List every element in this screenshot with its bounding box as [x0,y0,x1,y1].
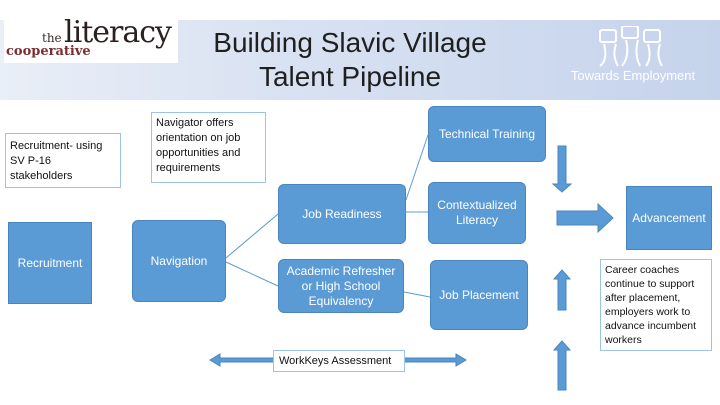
navigator-note: Navigator offers orientation on job oppo… [151,112,266,183]
job-readiness-node: Job Readiness [278,184,406,244]
academic-refresher-node: Academic Refresher or High School Equiva… [278,259,404,313]
workkeys-assessment-label: WorkKeys Assessment [273,350,405,372]
advancement-node: Advancement [626,186,712,250]
logo-word-the: the [42,31,62,45]
recruitment-node: Recruitment [8,222,92,304]
right-arrow-advancement [556,202,614,234]
up-arrow-placement [552,269,572,311]
up-arrow-career [552,340,572,391]
connector-nav-jobreadiness [225,213,279,259]
literacy-cooperative-logo: the literacy cooperative [4,15,178,63]
technical-training-node: Technical Training [428,106,546,162]
connector-academic-placement [403,291,431,298]
down-arrow [551,145,573,193]
career-coaches-note: Career coaches continue to support after… [600,259,712,351]
recruitment-note: Recruitment- using SV P-16 stakeholders [5,133,121,188]
page-title: Building Slavic Village Talent Pipeline [213,27,487,92]
towards-employment-text: Towards Employment [570,68,696,83]
job-placement-node: Job Placement [430,260,528,330]
navigation-node: Navigation [132,220,226,302]
logo-word-literacy: literacy [64,15,172,50]
logo-word-cooperative: cooperative [6,44,91,59]
contextualized-literacy-node: Contextualized Literacy [428,182,526,244]
connector-jr-technical [405,134,429,201]
people-icon [599,25,663,67]
header-banner: Building Slavic Village Talent Pipeline … [0,20,720,100]
connector-nav-academic [225,261,279,287]
towards-employment-logo: Towards Employment [560,25,706,88]
